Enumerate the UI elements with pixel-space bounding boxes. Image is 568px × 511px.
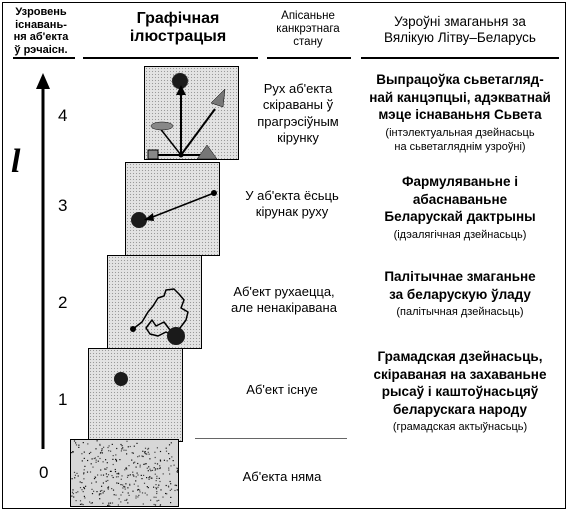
level-separator: [195, 438, 347, 439]
header-description-line: стану: [293, 36, 323, 49]
level-axis-arrow: [36, 73, 50, 449]
stage-line: най канцэпцыі, адэкватнай: [369, 89, 551, 105]
description-line: Рух аб'екта: [263, 81, 333, 96]
header-description-line: Апісаньне: [281, 10, 335, 22]
description-line: Аб'ект існуе: [246, 382, 318, 397]
illustration-level-2: [107, 255, 202, 349]
stage-subline: на сьветагляднім узроўні): [394, 140, 526, 153]
description-level-4: Рух аб'екта скіраваны ў прагрэсіўным кір…: [239, 81, 357, 146]
description-level-2: Аб'ект рухаецца, але ненакіравана: [211, 284, 357, 317]
header-stages-line: Вялікую Літву–Беларусь: [384, 29, 536, 45]
description-level-0: Аб'екта няма: [215, 469, 349, 485]
stage-level-1: Грамадская дзейнасьць, скіраваная на зах…: [357, 348, 563, 434]
header-rule-stages: [361, 57, 559, 59]
axis-symbol: l: [11, 143, 21, 180]
header-rule-description: [267, 57, 351, 59]
description-line: прагрэсіўным: [257, 113, 339, 129]
description-line: У аб'екта ёсьць: [245, 188, 339, 203]
level-number-3: 3: [58, 196, 68, 215]
stage-subline: (ідэалягічная дзейнасьць): [393, 228, 527, 241]
stage-subline: (грамадская актыўнасьць): [392, 421, 528, 434]
stage-level-3: Фармуляваньне і абаснаваньне Беларускай …: [357, 173, 563, 242]
description-line: Аб'екта няма: [242, 469, 322, 484]
stage-line: за беларускую ўладу: [389, 286, 531, 302]
stage-line: Фармуляваньне і: [402, 174, 518, 189]
stage-subline: (інтэлектуальная дзейнасьць: [385, 126, 535, 139]
stage-line: беларускага народу: [392, 401, 528, 417]
header-level: Узровень існавань- ня аб'екта ў рэчаісн.: [5, 6, 77, 57]
header-rule-graphic: [83, 57, 258, 59]
description-line: але ненакіравана: [231, 300, 337, 316]
level-number-4: 4: [58, 106, 68, 125]
stage-line: Палітычнае змаганьне: [384, 269, 536, 284]
stage-line: Грамадская дзейнасьць,: [377, 349, 543, 364]
stage-line: рысаў і каштоўнасьцяў: [381, 384, 539, 400]
description-line: кірунак руху: [255, 204, 329, 220]
level-number-2: 2: [58, 293, 68, 312]
header-graphic-line: Графічная: [136, 10, 220, 27]
header-level-line: існавань-: [15, 18, 67, 31]
stage-line: скіраваная на захаваньне: [373, 366, 547, 382]
description-line: Аб'ект рухаецца,: [233, 284, 335, 299]
existing-object-drawing: [114, 372, 128, 386]
description-level-3: У аб'екта ёсьць кірунак руху: [225, 188, 359, 221]
header-level-line: ня аб'екта: [13, 31, 69, 44]
absent-object-noise: [71, 440, 178, 506]
description-line: кірунку: [277, 129, 319, 145]
illustration-level-1: [88, 348, 183, 442]
header-graphic-line: ілюстрацыя: [129, 28, 227, 46]
header-level-line: ў рэчаісн.: [14, 43, 68, 56]
header-stages: Узроўні змаганьня за Вялікую Літву–Белар…: [359, 14, 561, 45]
level-number-0: 0: [39, 463, 49, 482]
description-line: скіраваны ў: [262, 97, 334, 113]
illustration-level-4: [144, 66, 239, 160]
illustration-level-0: [70, 439, 179, 507]
header-stages-line: Узроўні змаганьня за: [394, 14, 526, 29]
description-level-1: Аб'ект існуе: [215, 382, 349, 398]
stage-level-2: Палітычнае змаганьне за беларускую ўладу…: [357, 268, 563, 319]
undirected-motion-drawing: [130, 288, 189, 345]
directed-motion-drawing: [131, 190, 217, 228]
header-description: Апісаньне канкрэтнага стану: [260, 10, 356, 50]
header-graphic: Графічная ілюстрацыя: [88, 10, 268, 47]
header-level-line: Узровень: [15, 6, 67, 18]
stage-line: мэце існаваньня Сьвета: [378, 107, 542, 123]
stage-subline: (палітычная дзейнасьць): [396, 306, 524, 319]
header-description-line: канкрэтнага: [276, 23, 340, 36]
level-number-1: 1: [58, 390, 68, 409]
stage-line: абаснаваньне: [412, 191, 508, 207]
illustration-level-3: [125, 162, 220, 256]
progressive-motion-drawing: [147, 72, 226, 159]
stage-line: Беларускай дактрыны: [384, 209, 536, 225]
stage-level-4: Выпрацоўка сьветагляд- най канцэпцыі, ад…: [357, 71, 563, 154]
stage-line: Выпрацоўка сьветагляд-: [376, 72, 544, 87]
header-rule-level: [13, 57, 75, 59]
